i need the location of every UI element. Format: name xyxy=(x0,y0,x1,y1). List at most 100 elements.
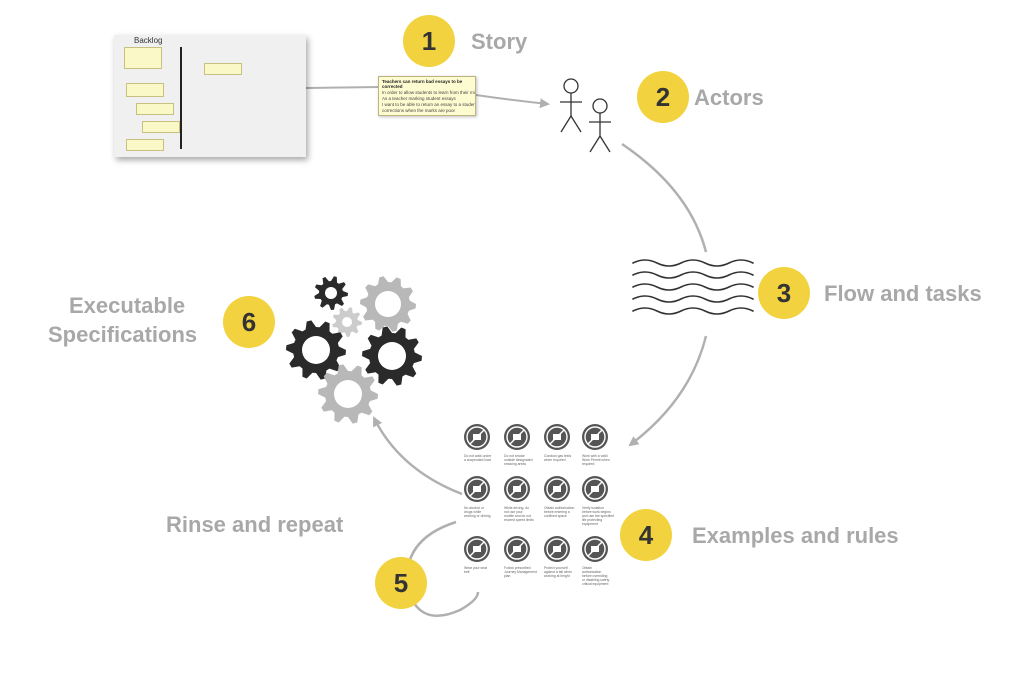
gear-icon-hole xyxy=(378,342,406,370)
journey-management-icon xyxy=(504,536,530,562)
step-6-badge: 6 xyxy=(223,296,275,348)
story-card-line: As a teacher marking student essays xyxy=(382,96,456,101)
safety-sign-caption-line: Verify isolation xyxy=(582,506,604,510)
safety-sign-caption-line: equipment xyxy=(582,522,598,526)
arrow-actors-to-flow xyxy=(621,142,708,253)
safety-sign-caption-line: Obtain authorisation xyxy=(544,506,575,510)
story-card-line: corrections when the marks are poor xyxy=(382,108,456,113)
step-4-badge: 4 xyxy=(620,509,672,561)
arrow-backlog-to-story xyxy=(305,86,381,89)
safety-sign-caption-line: Journey Management xyxy=(504,570,537,574)
step-2-label: Actors xyxy=(694,85,764,110)
backlog-card xyxy=(126,139,164,151)
safety-sign-caption-line: plan xyxy=(504,574,511,578)
step-6-label-line-1: Executable xyxy=(69,293,186,318)
backlog-board: Backlog xyxy=(114,35,306,157)
backlog-divider xyxy=(180,47,182,149)
isolation-icon xyxy=(582,476,608,502)
step-5-label: Rinse and repeat xyxy=(166,512,344,537)
safety-sign-caption-line: life protecting xyxy=(582,518,603,522)
seat-belt-icon xyxy=(464,536,490,562)
no-smoking-icon xyxy=(504,424,530,450)
backlog-title: Backlog xyxy=(134,36,163,45)
safety-sign-caption-line: before entering a xyxy=(544,510,570,514)
confined-space-icon xyxy=(544,476,570,502)
step-3-label: Flow and tasks xyxy=(824,281,982,306)
safety-sign-caption-line: not use your xyxy=(504,510,523,514)
step-5-badge: 5 xyxy=(375,557,427,609)
story-card-line: In order to allow students to learn from… xyxy=(382,90,475,95)
step-1-badge: 1 xyxy=(403,15,455,67)
gear-icon-hole xyxy=(302,336,330,364)
safety-sign-caption-line: Obtain xyxy=(582,566,592,570)
safety-sign-caption-line: confined space xyxy=(544,514,567,518)
no-walking-under-load-icon xyxy=(464,424,490,450)
step-4-label: Examples and rules xyxy=(692,523,899,548)
safety-sign-caption-line: and use the specified xyxy=(582,514,615,518)
arrow-flow-to-examples xyxy=(628,335,708,447)
safety-sign-caption-line: exceed speed limits xyxy=(504,518,534,522)
safety-sign-caption-line: mobile and do not xyxy=(504,514,531,518)
actors-stick-figures xyxy=(560,78,611,153)
step-3-badge: 3 xyxy=(758,267,810,319)
safety-sign-caption-line: While driving, do xyxy=(504,506,530,510)
story-card-line: I want to be able to return an essay to … xyxy=(382,102,476,107)
safety-sign-caption-line: Protect yourself xyxy=(544,566,568,570)
safety-sign-caption-line: Do not smoke xyxy=(504,454,525,458)
safety-sign-caption-line: before work begins xyxy=(582,510,611,514)
safety-sign-caption-line: critical equipment xyxy=(582,582,609,586)
flow-wave-lines xyxy=(632,259,754,315)
backlog-card xyxy=(136,103,174,115)
safety-sign-caption-line: before overriding xyxy=(582,574,608,578)
safety-sign-caption-line: against a fall when xyxy=(544,570,573,574)
gear-icon-hole xyxy=(342,317,352,327)
gas-test-icon xyxy=(544,424,570,450)
safety-sign-caption-line: working at height xyxy=(544,574,570,578)
work-permit-icon xyxy=(582,424,608,450)
gears-executable-specs xyxy=(286,276,422,424)
safety-sign-caption-line: outside designated xyxy=(504,458,533,462)
no-phone-driving-icon xyxy=(504,476,530,502)
step-6-label-line-2: Specifications xyxy=(48,322,198,347)
override-safety-icon xyxy=(582,536,608,562)
arrow-story-to-actors xyxy=(475,94,550,109)
safety-sign-caption-line: smoking areas xyxy=(504,462,527,466)
safety-sign-caption-line: belt xyxy=(464,570,470,574)
gear-icon-hole xyxy=(325,287,337,299)
backlog-card xyxy=(124,47,162,69)
safety-sign-caption-line: working or driving xyxy=(464,514,491,518)
safety-sign-caption-line: or disabling safety xyxy=(582,578,610,582)
safety-sign-caption-line: Work with a valid xyxy=(582,454,608,458)
safety-sign-caption-line: Wear your seat xyxy=(464,566,487,570)
safety-sign-caption-line: Work Permit when xyxy=(582,458,610,462)
backlog-card xyxy=(142,121,180,133)
safety-sign-caption-line: drugs while xyxy=(464,510,482,514)
loop-rinse-repeat xyxy=(405,520,480,618)
